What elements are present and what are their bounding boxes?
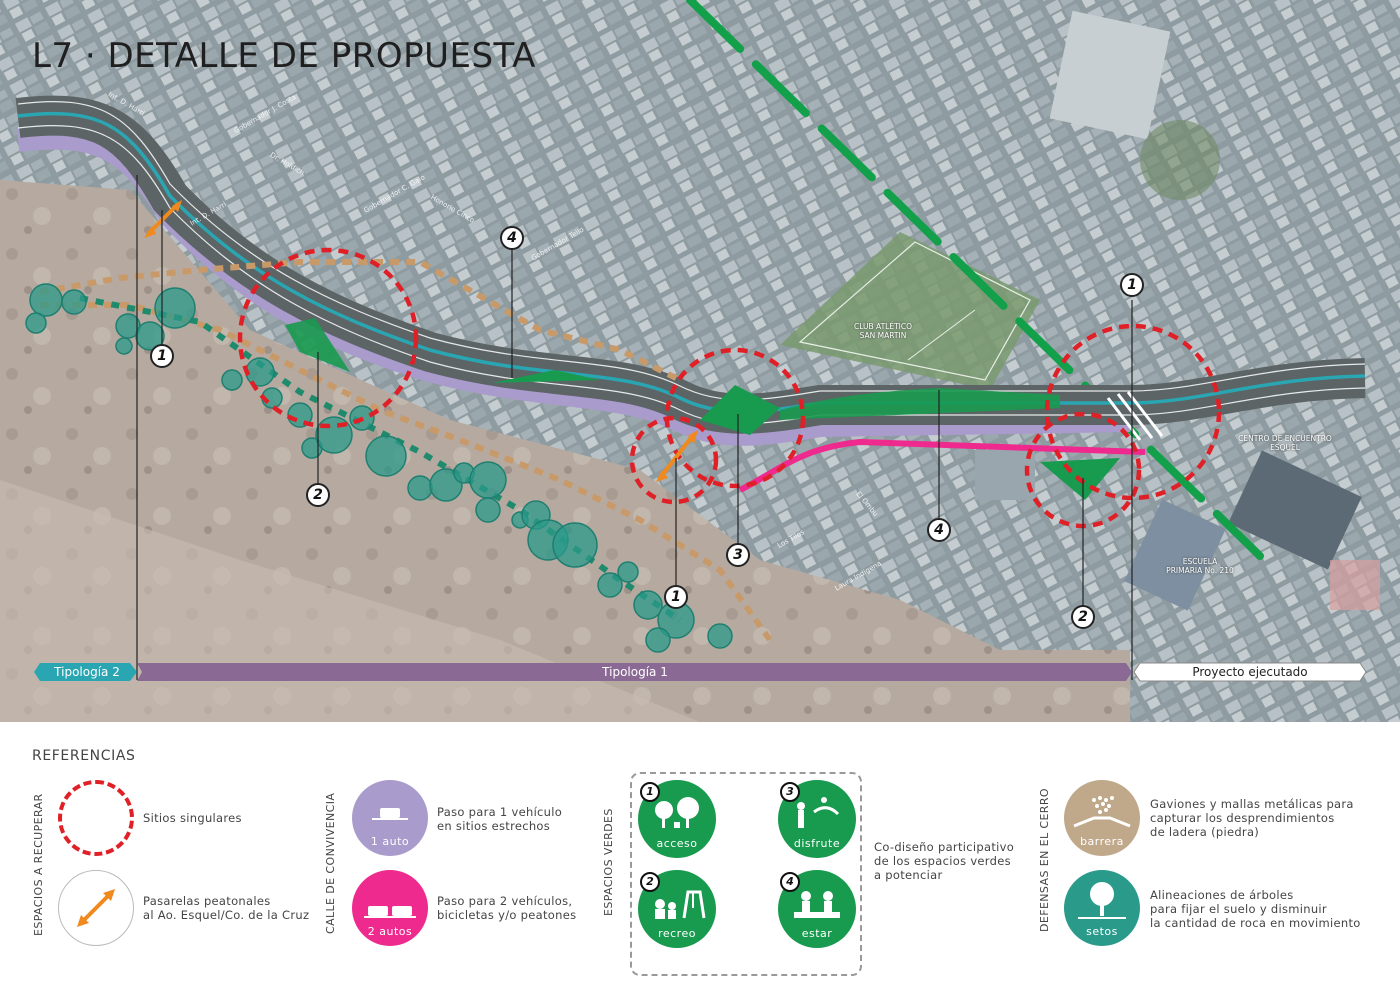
- page-title: L7 · DETALLE DE PROPUESTA: [32, 36, 536, 76]
- marker-3[interactable]: 3: [726, 543, 750, 567]
- legend-text-sitios: Sitios singulares: [143, 811, 242, 825]
- setos-icon: setos: [1064, 870, 1140, 946]
- band-proyecto-ejecutado: Proyecto ejecutado: [1192, 665, 1308, 679]
- legend-text-alineaciones: Alineaciones de árboles para fijar el su…: [1150, 888, 1361, 930]
- pasarela-icon: [58, 870, 134, 946]
- map-view[interactable]: L7 · DETALLE DE PROPUESTA CLUB ATLÉTICO …: [0, 0, 1400, 722]
- legend: REFERENCIAS ESPACIOS A RECUPERAR Sitios …: [0, 722, 1400, 989]
- verde-num-4: 4: [780, 872, 800, 892]
- recreo-caption: recreo: [658, 927, 696, 940]
- disfrute-caption: disfrute: [793, 837, 841, 850]
- place-label-club: CLUB ATLÉTICO SAN MARTIN: [853, 322, 913, 340]
- section-defensas-en-el-cerro: DEFENSAS EN EL CERRO: [1038, 788, 1051, 932]
- place-label-centro: CENTRO DE ENCUENTRO ESQUEL: [1238, 434, 1332, 452]
- marker-1[interactable]: 1: [150, 344, 174, 368]
- acceso-caption: acceso: [656, 837, 698, 850]
- estar-caption: estar: [801, 927, 833, 940]
- one-car-icon: 1 auto: [352, 780, 428, 856]
- one-car-caption: 1 auto: [370, 835, 410, 848]
- marker-2[interactable]: 2: [306, 483, 330, 507]
- legend-text-paso1: Paso para 1 vehículo en sitios estrechos: [437, 805, 563, 833]
- barrera-icon: barrera: [1064, 780, 1140, 856]
- barrera-caption: barrera: [1080, 835, 1124, 848]
- place-label-escuela: ESCUELA PRIMARIA No. 210: [1166, 557, 1234, 575]
- marker-4[interactable]: 4: [927, 518, 951, 542]
- setos-caption: setos: [1086, 925, 1118, 938]
- verde-num-3: 3: [780, 782, 800, 802]
- legend-text-gaviones: Gaviones y mallas metálicas para captura…: [1150, 797, 1354, 839]
- verde-num-1: 1: [640, 782, 660, 802]
- section-espacios-verdes: ESPACIOS VERDES: [602, 808, 615, 916]
- sitios-singulares-icon: [58, 780, 134, 856]
- legend-title: REFERENCIAS: [32, 748, 136, 764]
- legend-text-pasarelas: Pasarelas peatonales al Ao. Esquel/Co. d…: [143, 894, 310, 922]
- espacios-verdes-box: [630, 772, 862, 976]
- marker-1[interactable]: 1: [664, 585, 688, 609]
- legend-text-paso2: Paso para 2 vehículos, bicicletas y/o pe…: [437, 894, 577, 922]
- map-base-svg: [0, 0, 1400, 722]
- recreo-icon: recreo: [638, 870, 716, 948]
- band-tipologia-1: Tipología 1: [602, 665, 668, 679]
- two-cars-icon: 2 autos: [352, 870, 428, 946]
- marker-4[interactable]: 4: [500, 226, 524, 250]
- legend-text-codiseno: Co-diseño participativo de los espacios …: [874, 840, 1015, 882]
- section-calle-de-convivencia: CALLE DE CONVIVENCIA: [324, 792, 337, 934]
- marker-1[interactable]: 1: [1120, 273, 1144, 297]
- band-tipologia-2: Tipología 2: [54, 665, 120, 679]
- verde-num-2: 2: [640, 872, 660, 892]
- marker-2[interactable]: 2: [1071, 605, 1095, 629]
- two-cars-caption: 2 autos: [367, 925, 413, 938]
- section-espacios-a-recuperar: ESPACIOS A RECUPERAR: [32, 793, 45, 936]
